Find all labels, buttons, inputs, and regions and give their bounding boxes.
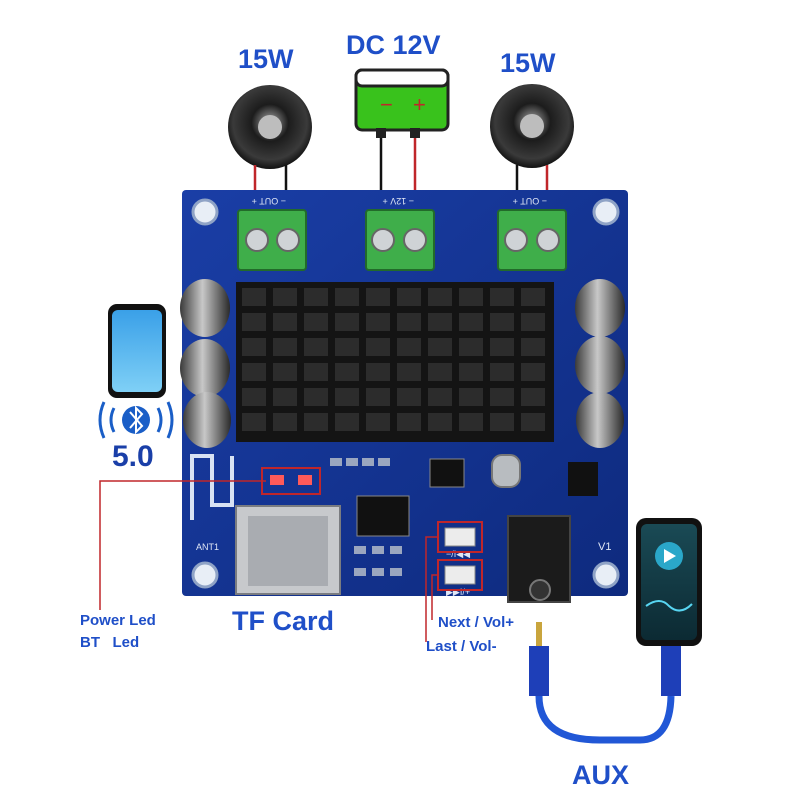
- heatsink-fin: [242, 388, 266, 406]
- audio-jack: [507, 515, 571, 603]
- tf-card-slot: [235, 505, 341, 595]
- last-vol-label: Last / Vol-: [426, 638, 497, 655]
- aux-cable: [529, 622, 681, 744]
- heatsink-fin: [397, 338, 421, 356]
- heatsink-fin: [335, 388, 359, 406]
- heatsink: [236, 282, 554, 442]
- heatsink-fin: [459, 413, 483, 431]
- bt-led-label: BT Led: [80, 634, 140, 651]
- heatsink-fin: [273, 388, 297, 406]
- heatsink-fin: [304, 288, 328, 306]
- next-vol-label: Next / Vol+: [438, 614, 514, 631]
- heatsink-fin: [335, 413, 359, 431]
- heatsink-fin: [304, 363, 328, 381]
- heatsink-fin: [397, 388, 421, 406]
- heatsink-fin: [242, 413, 266, 431]
- heatsink-fin: [521, 388, 545, 406]
- heatsink-fin: [397, 363, 421, 381]
- battery-plus-sign: +: [413, 92, 426, 117]
- heatsink-fin: [459, 288, 483, 306]
- heatsink-fin: [428, 388, 452, 406]
- heatsink-fin: [273, 413, 297, 431]
- terminal-out-right: [497, 209, 567, 271]
- battery-minus-sign: −: [380, 92, 393, 117]
- dc-power-label: DC 12V: [346, 30, 441, 60]
- heatsink-fin: [366, 288, 390, 306]
- heatsink-fin: [397, 413, 421, 431]
- silk-v1: V1: [598, 541, 611, 553]
- heatsink-fin: [242, 363, 266, 381]
- button-prev[interactable]: [437, 521, 483, 553]
- heatsink-fin: [459, 313, 483, 331]
- heatsink-fin: [490, 288, 514, 306]
- speaker-right-power-label: 15W: [500, 48, 556, 78]
- heatsink-fin: [366, 388, 390, 406]
- heatsink-fin: [521, 413, 545, 431]
- heatsink-fin: [242, 313, 266, 331]
- heatsink-fin: [490, 338, 514, 356]
- terminal-out-left: [237, 209, 307, 271]
- heatsink-fin: [428, 313, 452, 331]
- speaker-right: [490, 84, 574, 168]
- heatsink-fin: [490, 363, 514, 381]
- capacitors: [180, 279, 625, 448]
- power-led-label: Power Led: [80, 612, 156, 629]
- heatsink-fin: [521, 338, 545, 356]
- heatsink-fin: [428, 288, 452, 306]
- heatsink-fin: [459, 388, 483, 406]
- tf-card-label: TF Card: [232, 606, 335, 636]
- heatsink-fin: [335, 313, 359, 331]
- heatsink-fin: [366, 363, 390, 381]
- heatsink-fin: [273, 288, 297, 306]
- speaker-left-power-label: 15W: [238, 44, 294, 74]
- terminal-12v: [365, 209, 435, 271]
- heatsink-fin: [397, 288, 421, 306]
- heatsink-fin: [273, 313, 297, 331]
- heatsink-fin: [366, 313, 390, 331]
- chips: [330, 454, 598, 576]
- heatsink-fin: [304, 413, 328, 431]
- heatsink-fin: [397, 313, 421, 331]
- silk-next: ▶▶I/+: [446, 587, 470, 597]
- heatsink-fin: [304, 313, 328, 331]
- heatsink-fin: [304, 388, 328, 406]
- heatsink-fin: [428, 338, 452, 356]
- smartphone: [108, 304, 166, 398]
- heatsink-fin: [242, 338, 266, 356]
- silk-12v: − 12V +: [382, 196, 414, 206]
- heatsink-fin: [335, 338, 359, 356]
- heatsink-fin: [521, 363, 545, 381]
- silk-out-right: − OUT +: [513, 196, 547, 206]
- heatsink-fin: [521, 288, 545, 306]
- heatsink-fin: [428, 363, 452, 381]
- heatsink-fin: [366, 413, 390, 431]
- heatsink-fin: [490, 313, 514, 331]
- heatsink-fin: [273, 363, 297, 381]
- silk-out-left: − OUT +: [252, 196, 286, 206]
- heatsink-fin: [273, 338, 297, 356]
- heatsink-fin: [335, 288, 359, 306]
- silk-prev: −/I◀◀: [446, 549, 470, 559]
- heatsink-fin: [335, 363, 359, 381]
- dc-battery: − +: [354, 68, 450, 138]
- heatsink-fin: [490, 413, 514, 431]
- heatsink-fin: [242, 288, 266, 306]
- bluetooth-icon: [98, 401, 174, 439]
- heatsink-fin: [366, 338, 390, 356]
- heatsink-fin: [459, 363, 483, 381]
- heatsink-fin: [428, 413, 452, 431]
- silk-ant: ANT1: [196, 542, 219, 552]
- speaker-left: [228, 85, 312, 169]
- media-player-device: [636, 518, 702, 646]
- callout-lines: [99, 480, 438, 642]
- bluetooth-version-label: 5.0: [112, 440, 154, 473]
- heatsink-fin: [304, 338, 328, 356]
- heatsink-fin: [490, 388, 514, 406]
- heatsink-fin: [521, 313, 545, 331]
- aux-label: AUX: [572, 760, 630, 790]
- heatsink-fin: [459, 338, 483, 356]
